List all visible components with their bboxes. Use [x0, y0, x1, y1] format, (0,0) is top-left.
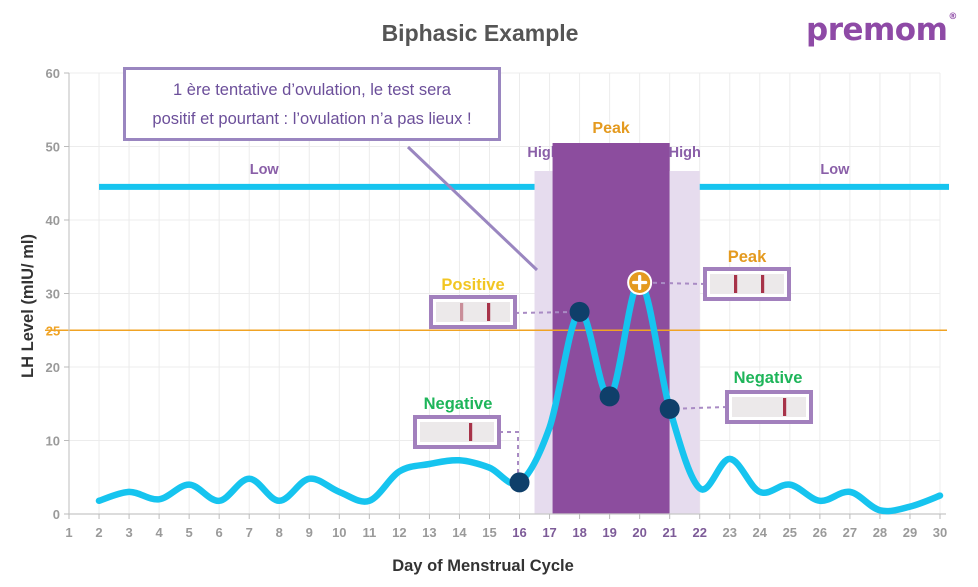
x-tick-label: 23 [723, 525, 737, 540]
connector-dash [514, 310, 580, 314]
test-markers [509, 269, 680, 493]
x-tick-label: 14 [452, 525, 467, 540]
data-point-marker [599, 386, 620, 407]
x-tick-label: 17 [542, 525, 556, 540]
x-axis-label: Day of Menstrual Cycle [392, 557, 574, 575]
test-strip-line [783, 398, 787, 416]
test-strip-line [469, 423, 473, 441]
test-strip-line [761, 275, 765, 293]
test-strip-negative-left [413, 415, 501, 449]
low-label-right: Low [820, 162, 850, 178]
high-zone-label: High [527, 145, 559, 161]
callout-box: 1 ère tentative d’ovulation, le test ser… [123, 67, 501, 141]
x-tick-label: 25 [783, 525, 797, 540]
x-tick-label: 5 [186, 525, 193, 540]
y-tick-label: 30 [46, 287, 60, 302]
test-strip-negative-right [725, 390, 813, 424]
lh-curve [95, 279, 944, 515]
callout-line-1: 1 ère tentative d’ovulation, le test ser… [173, 81, 451, 99]
x-tick-label: 27 [843, 525, 857, 540]
y-tick-label: 10 [46, 434, 60, 449]
x-tick-label: 22 [692, 525, 706, 540]
y-tick-label: 60 [46, 66, 60, 81]
y-tick-label: 20 [46, 360, 60, 375]
x-tick-label: 29 [903, 525, 917, 540]
x-tick-label: 11 [362, 525, 376, 540]
test-strip-peak [703, 267, 791, 301]
plus-icon [632, 274, 648, 291]
x-tick-label: 4 [155, 525, 163, 540]
threshold-label: 25 [46, 323, 60, 338]
y-axis-label: LH Level (mIU/ ml) [19, 234, 37, 378]
x-tick-label: 8 [276, 525, 283, 540]
x-tick-label: 6 [216, 525, 223, 540]
test-strip-window [710, 274, 784, 294]
y-tick-label: 50 [46, 140, 60, 155]
x-tick-label: 3 [125, 525, 132, 540]
x-tick-label: 9 [306, 525, 313, 540]
x-tick-label: 10 [332, 525, 346, 540]
high-zone-label: High [669, 145, 701, 161]
x-tick-label: 26 [813, 525, 827, 540]
test-strip-window [732, 397, 806, 417]
x-tick-label: 30 [933, 525, 947, 540]
test-connectors [499, 281, 728, 483]
data-point-marker [509, 472, 530, 493]
low-label-left: Low [250, 162, 280, 178]
chart-title: Biphasic Example [382, 20, 579, 46]
callout-pointer [406, 145, 539, 272]
connector-dash [639, 281, 706, 285]
x-tick-label: 21 [662, 525, 676, 540]
reference-lines: Low Low 25 [45, 162, 950, 338]
x-tick-label: 16 [512, 525, 526, 540]
test-strip-line [734, 275, 738, 293]
x-tick-label: 20 [632, 525, 646, 540]
x-tick-label: 12 [392, 525, 406, 540]
x-tick-label: 28 [873, 525, 887, 540]
test-strip-line [460, 303, 464, 321]
x-tick-label: 19 [602, 525, 616, 540]
test-strip-positive [429, 295, 517, 329]
connector-dash [669, 406, 728, 410]
test-strip-window [420, 422, 494, 442]
x-tick-label: 15 [482, 525, 496, 540]
x-tick-label: 2 [95, 525, 102, 540]
x-tick-label: 24 [753, 525, 768, 540]
x-tick-label: 18 [572, 525, 586, 540]
negative-label-right: Negative [734, 369, 803, 387]
connector-dash [499, 431, 519, 483]
y-tick-label: 40 [46, 213, 60, 228]
x-tick-label: 1 [65, 525, 72, 540]
positive-label: Positive [441, 276, 504, 294]
lh-series [95, 279, 944, 515]
callout-line-2: positif et pourtant : l’ovulation n’a pa… [152, 110, 472, 128]
test-strip-line [487, 303, 491, 321]
y-tick-label: 0 [53, 507, 60, 522]
negative-label-left: Negative [424, 395, 493, 413]
test-strip-window [436, 302, 510, 322]
peak-label: Peak [728, 248, 767, 266]
peak-zone-label: Peak [592, 120, 629, 137]
logo-registered-mark: ® [948, 12, 957, 22]
data-point-marker [659, 398, 680, 419]
data-point-marker [569, 301, 590, 322]
x-tick-label: 7 [246, 525, 253, 540]
x-tick-label: 13 [422, 525, 436, 540]
premom-logo: premom® [806, 12, 957, 48]
logo-text: premom [806, 12, 948, 48]
